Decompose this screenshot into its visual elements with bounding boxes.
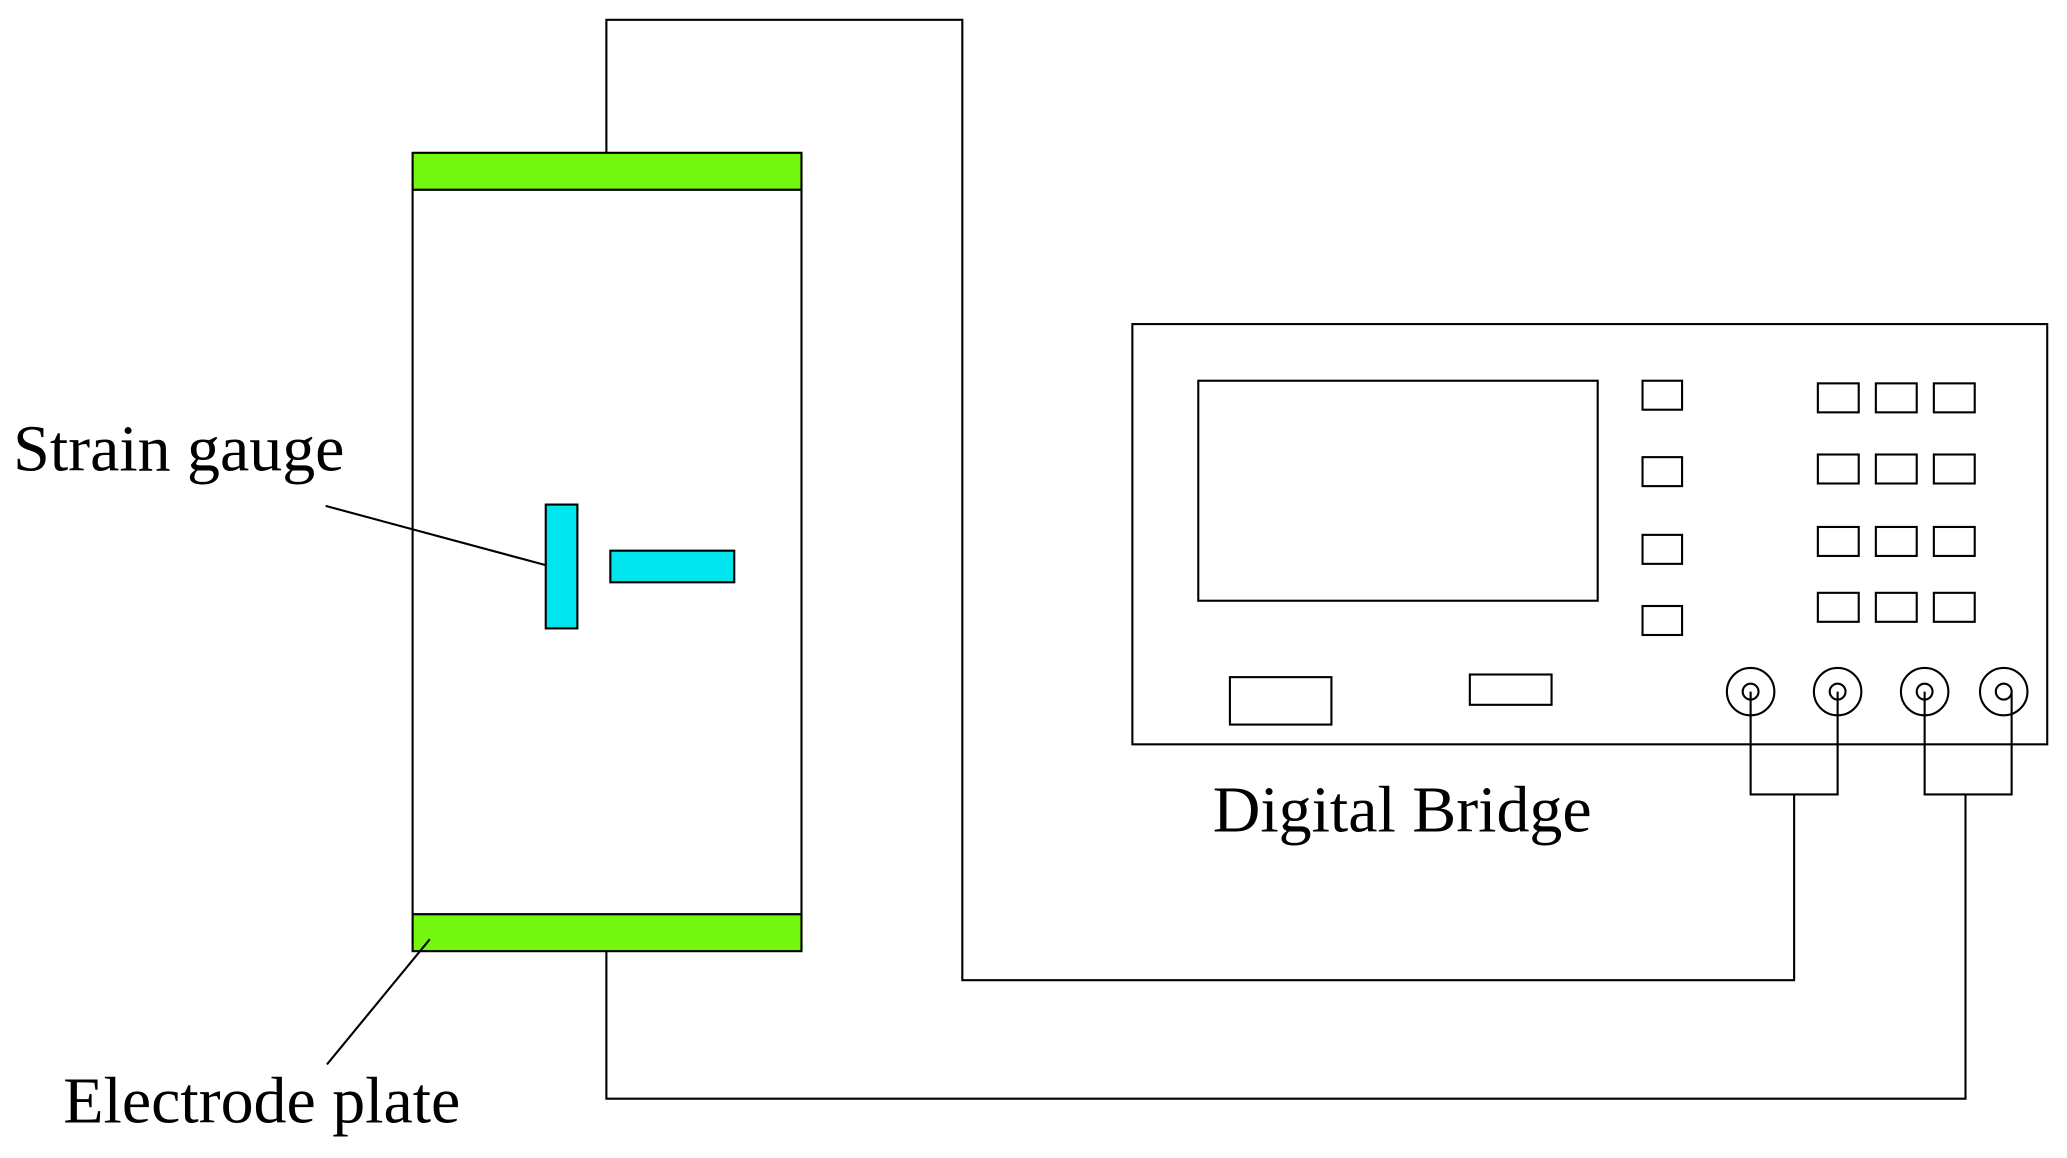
keypad-button — [1816, 525, 1860, 557]
strain-gauge-leader — [325, 504, 547, 567]
strain-gauge-horizontal — [609, 549, 736, 584]
bottom-panel-right — [1468, 673, 1553, 706]
keypad-button — [1932, 591, 1976, 623]
strain-gauge-vertical — [544, 503, 579, 630]
keypad-button — [1932, 525, 1976, 557]
electrode-plate-label: Electrode plate — [63, 1064, 460, 1137]
strain-gauge-label: Strain gauge — [13, 412, 344, 485]
keypad-button — [1816, 453, 1860, 485]
specimen-block — [411, 188, 803, 916]
terminal-connector — [1978, 666, 2029, 717]
keypad — [1816, 382, 1976, 623]
side-button — [1641, 533, 1684, 565]
side-button — [1641, 456, 1684, 488]
electrode-plate-top — [411, 151, 803, 191]
wire-top-electrode — [605, 18, 1796, 982]
wire-bracket-right — [1923, 691, 2013, 796]
digital-bridge — [1131, 323, 2049, 746]
keypad-button — [1932, 382, 1976, 414]
electrode-plate-bottom — [411, 913, 803, 953]
keypad-button — [1816, 382, 1860, 414]
keypad-button — [1874, 591, 1918, 623]
keypad-button — [1874, 382, 1918, 414]
keypad-button — [1874, 525, 1918, 557]
side-buttons — [1641, 379, 1684, 637]
keypad-button — [1816, 591, 1860, 623]
bridge-display — [1197, 379, 1599, 602]
side-button — [1641, 379, 1684, 411]
bottom-panel-left — [1228, 676, 1333, 726]
wire-bottom-electrode — [605, 794, 1967, 1100]
wire-bracket-left — [1749, 691, 1839, 796]
electrode-plate-leader — [326, 938, 431, 1066]
digital-bridge-label: Digital Bridge — [1213, 773, 1592, 846]
keypad-button — [1932, 453, 1976, 485]
side-button — [1641, 604, 1684, 637]
keypad-button — [1874, 453, 1918, 485]
